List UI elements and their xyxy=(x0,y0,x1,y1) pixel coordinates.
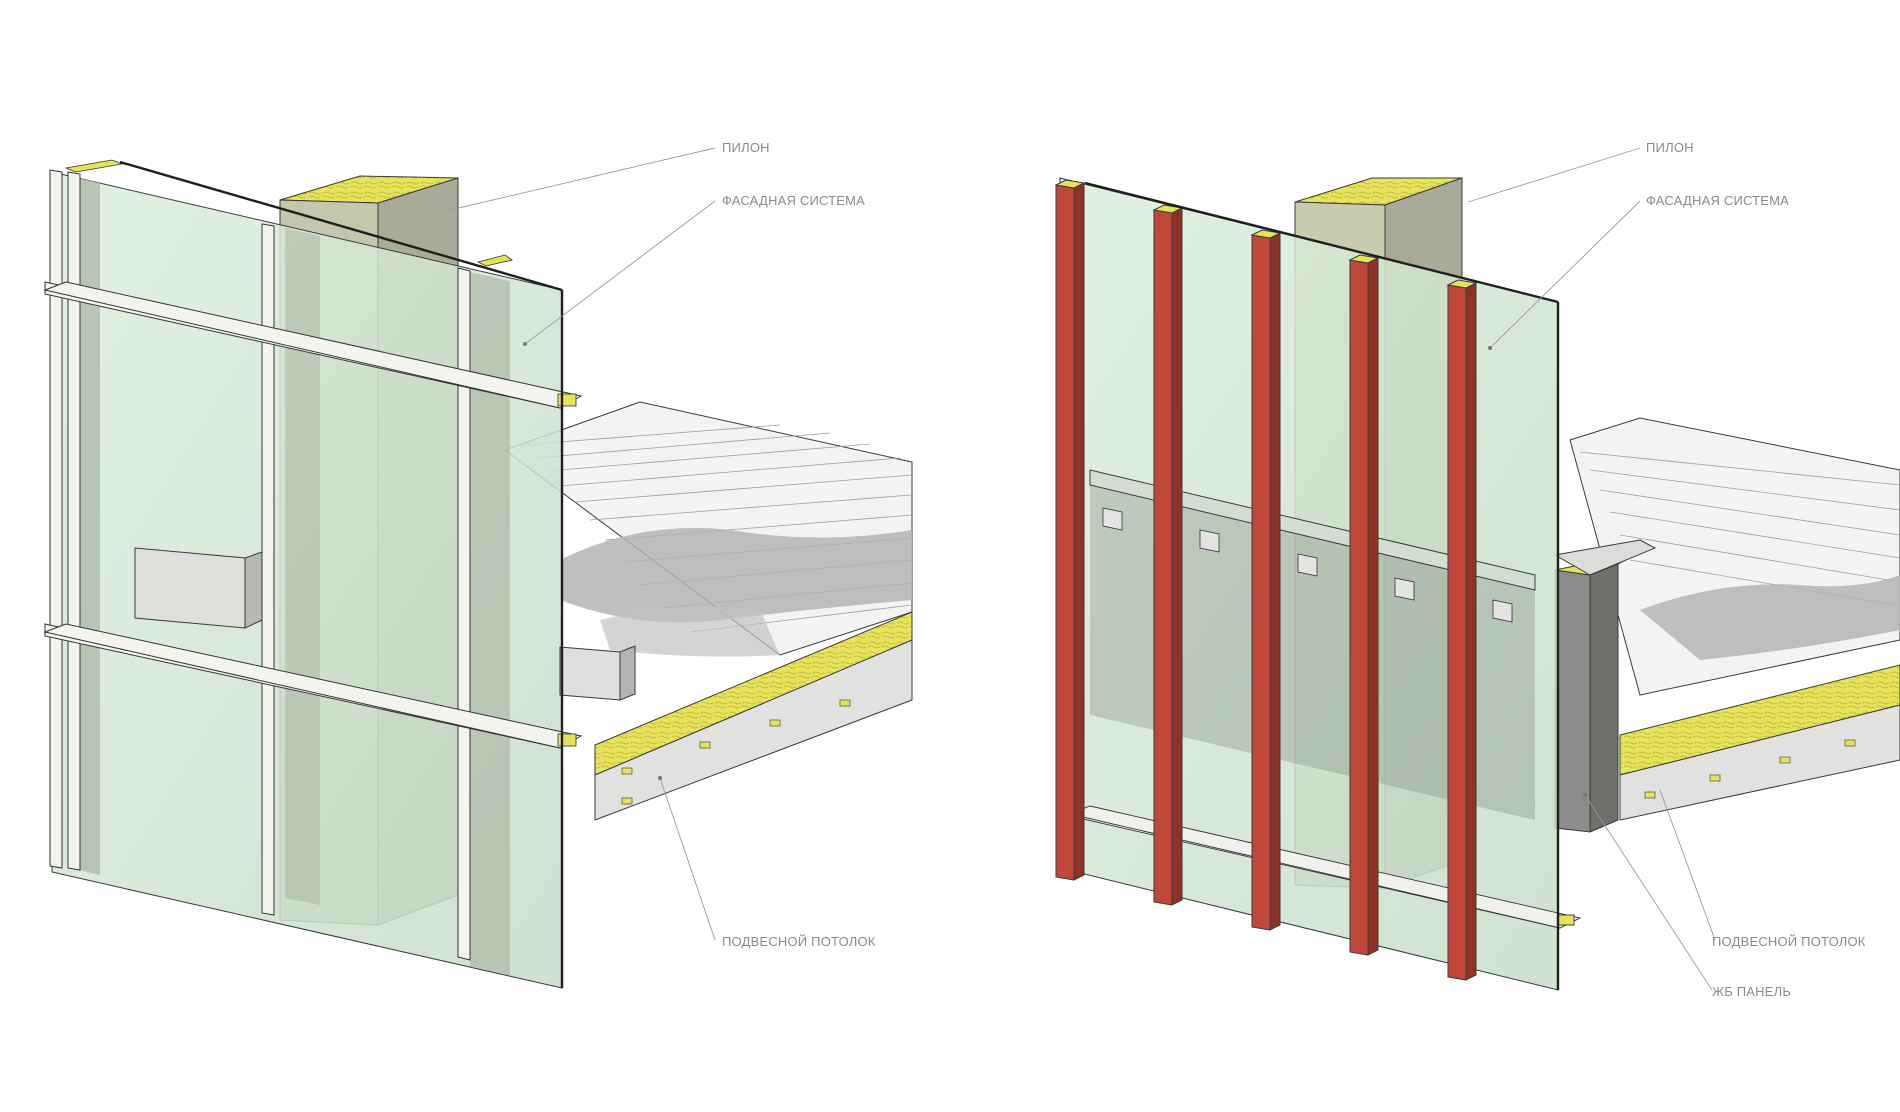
left-slab-insulation xyxy=(594,611,913,821)
left-label-facade-system: ФАСАДНАЯ СИСТЕМА xyxy=(722,193,865,208)
left-pylon-leader xyxy=(449,147,716,211)
left-interior-units xyxy=(134,547,636,701)
right-red-fins xyxy=(1054,179,1478,981)
right-rc-panel-leader xyxy=(1584,794,1713,991)
left-ceiling-leader xyxy=(659,777,716,941)
right-pylon-leader xyxy=(1467,147,1641,203)
red-fin-5 xyxy=(1446,279,1478,981)
right-label-pylon: ПИЛОН xyxy=(1646,140,1694,155)
left-glass xyxy=(51,171,563,989)
red-fin-1 xyxy=(1054,179,1086,881)
left-label-suspended-ceiling: ПОДВЕСНОЙ ПОТОЛОК xyxy=(722,934,876,949)
left-facade-view: ПИЛОН ФАСАДНАЯ СИСТЕМА ПОДВЕСНОЙ ПОТОЛОК xyxy=(43,140,913,989)
right-facade-view: ПИЛОН ФАСАДНАЯ СИСТЕМА ПОДВЕСНОЙ ПОТОЛОК… xyxy=(1054,140,1900,999)
red-fin-2 xyxy=(1152,204,1184,906)
left-transoms xyxy=(43,281,583,749)
right-slab-top xyxy=(1569,417,1900,696)
right-label-facade-system: ФАСАДНАЯ СИСТЕМА xyxy=(1646,193,1789,208)
right-rc-panel xyxy=(1553,539,1657,833)
right-facade-leader xyxy=(1489,200,1641,349)
right-label-rc-panel: ЖБ ПАНЕЛЬ xyxy=(1712,984,1791,999)
left-mullions xyxy=(49,169,471,961)
left-facade-leader xyxy=(524,200,716,345)
right-brackets xyxy=(1102,507,1513,623)
right-label-suspended-ceiling: ПОДВЕСНОЙ ПОТОЛОК xyxy=(1712,934,1866,949)
left-slab-top xyxy=(503,401,913,657)
red-fin-4 xyxy=(1348,254,1380,956)
left-label-pylon: ПИЛОН xyxy=(722,140,770,155)
right-slab-insulation xyxy=(1619,664,1900,821)
red-fin-3 xyxy=(1250,229,1282,931)
right-ceiling-leader xyxy=(1659,789,1716,941)
